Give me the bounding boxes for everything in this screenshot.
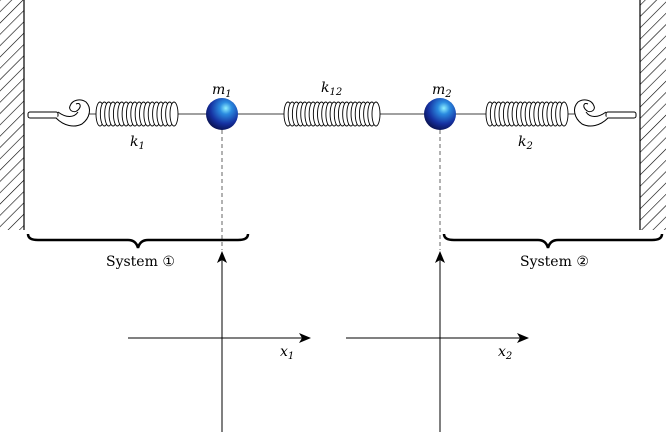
spring-coil: [559, 101, 569, 127]
spring-k12: [283, 101, 381, 127]
label-k12: k12: [321, 80, 342, 98]
label-system1: System ①: [106, 254, 175, 270]
right-hook: [574, 99, 637, 127]
label-x1: x1: [280, 344, 294, 362]
label-m2: m2: [432, 82, 452, 100]
left-hook: [27, 99, 90, 127]
spring-coil: [371, 101, 381, 127]
brace-system1: [26, 233, 250, 249]
label-system2: System ②: [520, 254, 589, 270]
label-k1: k1: [130, 134, 145, 152]
label-m1: m1: [212, 82, 232, 100]
right-wall: [639, 0, 666, 230]
mass-m2: [424, 98, 456, 130]
left-wall: [0, 0, 25, 230]
mass-m1: [206, 98, 238, 130]
brace-system2: [442, 233, 664, 249]
spring-coil: [169, 101, 179, 127]
label-k2: k2: [518, 134, 533, 152]
label-x2: x2: [498, 344, 512, 362]
spring-k2: [485, 101, 569, 127]
spring-k1: [95, 101, 179, 127]
